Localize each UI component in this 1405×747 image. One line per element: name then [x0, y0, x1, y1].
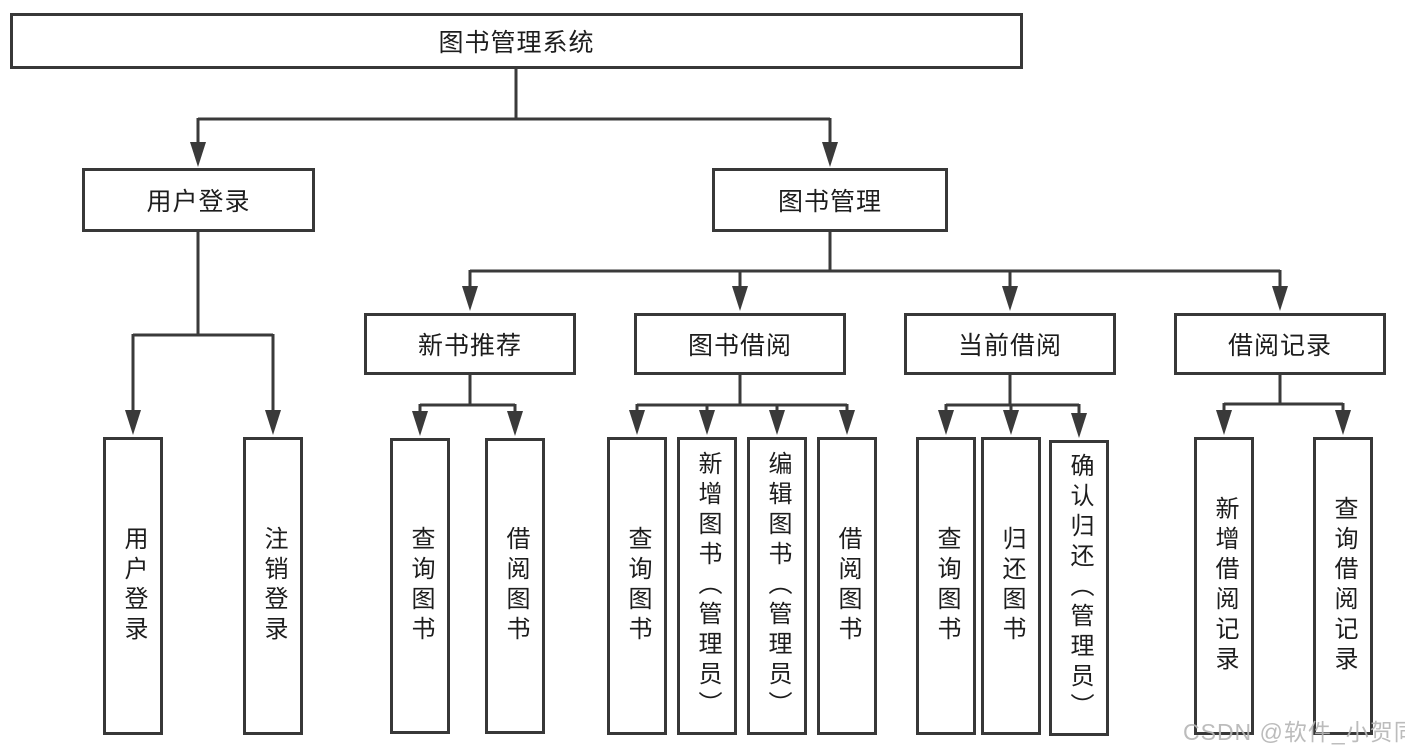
- leaf-borrow-borrow-books: 借阅图书: [817, 437, 877, 735]
- leaf-newbook-query-books: 查询图书: [390, 438, 450, 734]
- leaf-current-confirm-return-admin: 确认归还（管理员）: [1049, 440, 1109, 736]
- node-new-book-recommend: 新书推荐: [364, 313, 576, 375]
- leaf-records-query-record: 查询借阅记录: [1313, 437, 1373, 735]
- leaf-borrow-edit-books-admin: 编辑图书（管理员）: [747, 437, 807, 735]
- leaf-current-query-books: 查询图书: [916, 437, 976, 735]
- leaf-user-login: 用户登录: [103, 437, 163, 735]
- node-root-system: 图书管理系统: [10, 13, 1023, 69]
- leaf-logout: 注销登录: [243, 437, 303, 735]
- csdn-watermark: CSDN @软件_小贺同学: [1183, 719, 1405, 745]
- leaf-borrow-add-books-admin: 新增图书（管理员）: [677, 437, 737, 735]
- node-user-login: 用户登录: [82, 168, 315, 232]
- leaf-records-add-record: 新增借阅记录: [1194, 437, 1254, 735]
- leaf-borrow-query-books: 查询图书: [607, 437, 667, 735]
- node-current-borrow: 当前借阅: [904, 313, 1116, 375]
- node-book-borrow: 图书借阅: [634, 313, 846, 375]
- leaf-newbook-borrow-books: 借阅图书: [485, 438, 545, 734]
- arrowheads: [125, 142, 1351, 438]
- node-book-management: 图书管理: [712, 168, 948, 232]
- leaf-current-return-books: 归还图书: [981, 437, 1041, 735]
- node-borrow-records: 借阅记录: [1174, 313, 1386, 375]
